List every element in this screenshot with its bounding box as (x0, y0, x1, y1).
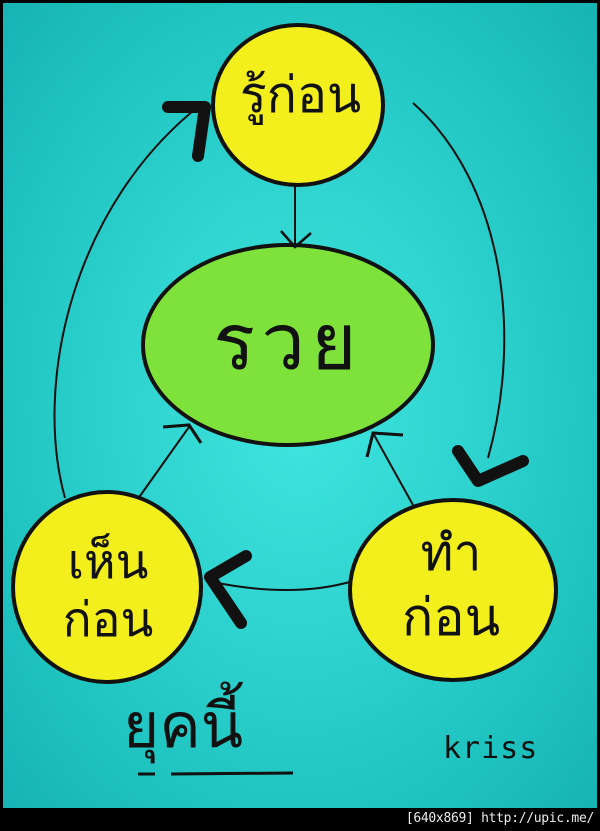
node-do-first-label-line1: ทำ (420, 524, 482, 582)
edge-know-to-do (412, 102, 506, 459)
diagram-title: ยุคนี้ (123, 689, 244, 762)
edge-do-to-rich (372, 432, 414, 506)
arrowhead-see-to-rich-icon (162, 423, 203, 444)
node-do-first-shape (348, 498, 558, 682)
edge-see-to-know (53, 102, 204, 499)
arrowhead-do-to-rich-icon (365, 431, 404, 458)
signature: kriss (443, 731, 539, 766)
node-do-first-label-line2: ก่อน (401, 588, 501, 648)
arrowhead-know-to-do-icon (452, 445, 529, 487)
diagram-canvas: รู้ก่อน รวย เห็น ก่อน ทำ ก่อน ยุคนี้ kri… (3, 3, 597, 808)
node-rich-shape (141, 243, 435, 447)
node-see-first-shape (11, 490, 203, 684)
arrowhead-see-to-know-icon (162, 101, 211, 162)
node-see-first-label-line2: ก่อน (62, 592, 154, 648)
arrowhead-know-to-rich-icon (280, 230, 312, 249)
footer-bar: [640x869] http://upic.me/ (0, 808, 600, 831)
node-know-first-shape (211, 23, 385, 187)
edge-see-to-rich (134, 426, 190, 504)
node-know-first-label: รู้ก่อน (239, 66, 362, 124)
node-see-first-label-line1: เห็น (67, 534, 149, 590)
node-rich-label: รวย (213, 298, 363, 388)
arrowhead-do-to-see-icon (204, 550, 252, 629)
diagram-graphics (11, 23, 558, 776)
edge-do-to-see (207, 580, 354, 591)
watermark-link[interactable]: [640x869] http://upic.me/ (405, 811, 594, 826)
title-underline (138, 771, 294, 776)
